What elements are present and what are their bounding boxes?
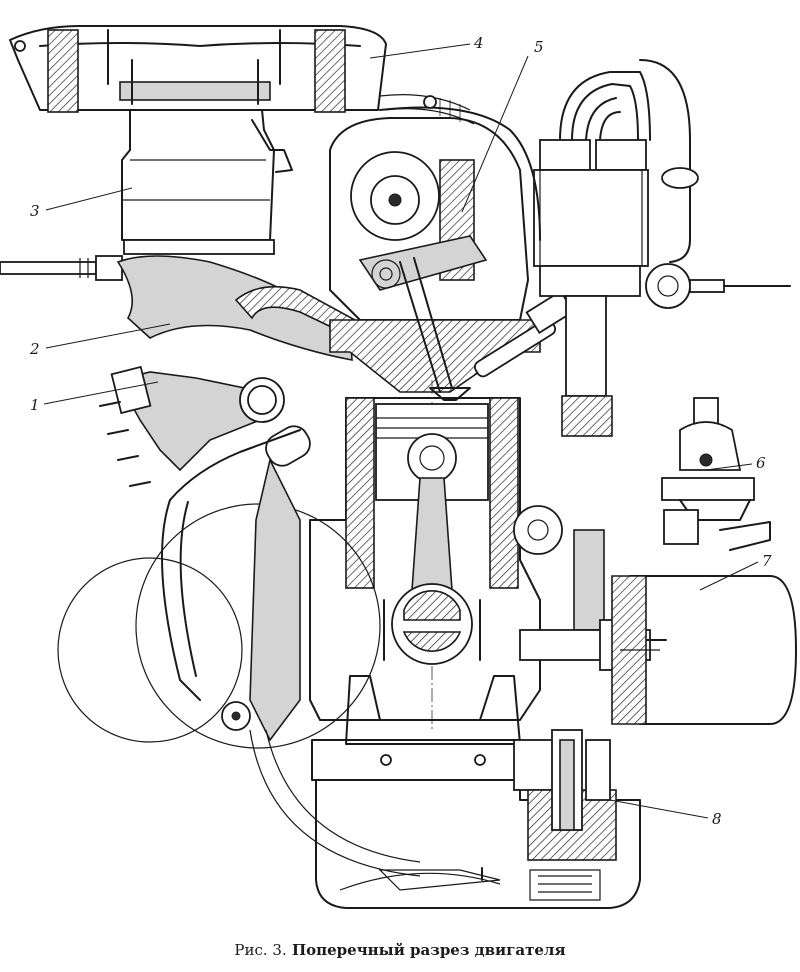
svg-text:4: 4: [473, 34, 484, 52]
carburettor: [121, 109, 293, 255]
callout-2: 2: [29, 323, 171, 358]
spark-plug: [473, 289, 575, 378]
callout-7: 7: [699, 552, 772, 591]
fuel-pump: [661, 397, 771, 551]
breather-hose: [379, 94, 475, 125]
intake-manifold: [116, 255, 356, 361]
callout-1: 1: [30, 381, 159, 414]
engine-cross-section-drawing: 1 2 3 4 5 6 7 8: [0, 25, 797, 909]
exhaust-manifold: [99, 365, 311, 487]
svg-text:2: 2: [29, 340, 40, 358]
svg-text:7: 7: [762, 552, 772, 570]
distributor: [533, 139, 791, 397]
callout-5: 5: [461, 38, 544, 213]
callout-8: 8: [609, 799, 722, 828]
air-filter-housing: [9, 25, 387, 113]
figure-title: Поперечный разрез двигателя: [291, 941, 566, 959]
oil-sump: [315, 779, 641, 909]
callout-6: 6: [705, 454, 766, 472]
crankshaft-pulley: [57, 457, 421, 877]
svg-text:6: 6: [756, 454, 766, 472]
svg-text:3: 3: [30, 202, 40, 220]
ignition-leads: [559, 59, 699, 263]
figure-caption: Рис. 3. Поперечный разрез двигателя: [0, 941, 800, 959]
svg-text:5: 5: [534, 38, 544, 56]
svg-text:1: 1: [30, 396, 40, 414]
throttle-cable: [0, 255, 123, 281]
cylinder-head: [329, 117, 541, 401]
callout-4: 4: [369, 34, 484, 59]
timing-cover-outline: [169, 429, 301, 501]
crankcase: [311, 675, 521, 781]
cylinder-block: [309, 380, 541, 730]
oil-pump: [513, 729, 617, 901]
figure-number: Рис. 3.: [234, 941, 287, 959]
callout-3: 3: [30, 187, 133, 220]
oil-filter: [611, 575, 797, 725]
connecting-rod: [383, 477, 481, 665]
svg-text:8: 8: [712, 810, 722, 828]
